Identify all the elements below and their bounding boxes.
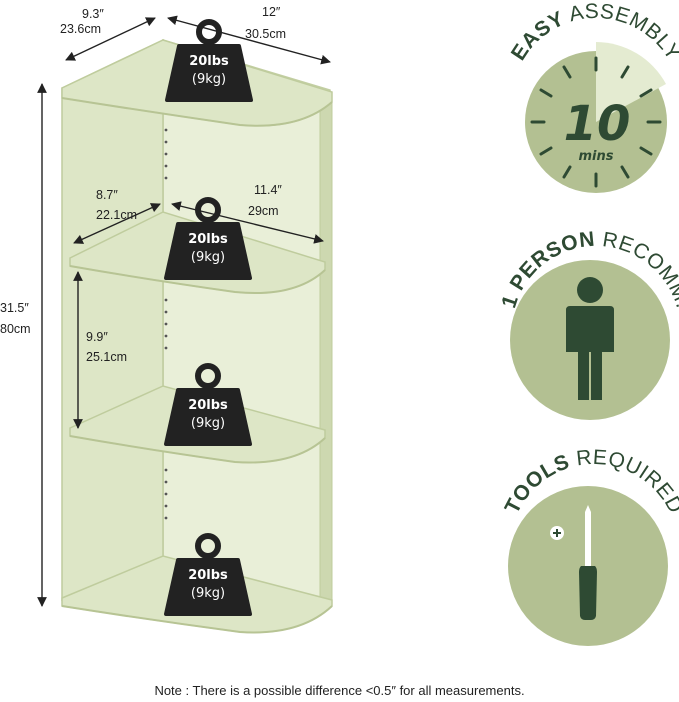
right-edge xyxy=(319,91,333,606)
width-arrow xyxy=(167,15,331,65)
svg-text:20lbs: 20lbs xyxy=(188,232,228,247)
weight-icons: 20lbs (9kg) 20lbs (9kg) 20lbs (9kg) 20lb… xyxy=(164,19,253,616)
shelf-depth-arrow xyxy=(73,203,161,244)
depth-arrow xyxy=(65,17,156,61)
person-icon xyxy=(566,277,614,400)
depth-inches: 9.3″ xyxy=(82,7,104,21)
shelf-gap-cm: 25.1cm xyxy=(86,350,127,364)
side-panel xyxy=(61,38,164,602)
timer-ticks xyxy=(530,56,662,188)
easy-assembly-badge: EASY ASSEMBLY 10 mins xyxy=(507,0,679,193)
weight-icon: 20lbs (9kg) xyxy=(164,363,252,446)
weight-icon: 20lbs (9kg) xyxy=(164,533,252,616)
assembly-minutes: 10 xyxy=(564,96,631,152)
assembly-unit: mins xyxy=(579,149,614,164)
width-inches: 12″ xyxy=(262,5,281,19)
svg-text:(9kg): (9kg) xyxy=(192,72,226,87)
depth-cm: 23.6cm xyxy=(60,22,101,36)
shelf-width-inches: 11.4″ xyxy=(254,183,282,197)
shelf-depth-cm: 22.1cm xyxy=(96,208,137,222)
assembly-badge-bold: EASY xyxy=(507,7,568,64)
shelf-pin-holes xyxy=(164,128,168,520)
timer-segment xyxy=(596,42,666,122)
svg-text:20lbs: 20lbs xyxy=(188,398,228,413)
shelf-width-cm: 29cm xyxy=(248,204,279,218)
height-cm: 80cm xyxy=(0,322,31,336)
one-person-badge: 1 PERSON RECOMM. xyxy=(497,228,679,420)
svg-text:(9kg): (9kg) xyxy=(191,586,225,601)
svg-text:(9kg): (9kg) xyxy=(191,416,225,431)
tools-required-badge: TOOLS REQUIRED xyxy=(501,446,679,646)
height-inches: 31.5″ xyxy=(0,301,29,315)
weight-icon: 20lbs (9kg) xyxy=(165,19,253,102)
svg-text:20lbs: 20lbs xyxy=(189,54,229,69)
weight-icon: 20lbs (9kg) xyxy=(164,197,252,280)
measurement-note: Note : There is a possible difference <0… xyxy=(154,683,525,698)
screwdriver-icon xyxy=(550,505,597,620)
shelf-gap-inches: 9.9″ xyxy=(86,330,108,344)
width-cm: 30.5cm xyxy=(245,27,286,41)
svg-text:20lbs: 20lbs xyxy=(188,568,228,583)
shelf-depth-inches: 8.7″ xyxy=(96,188,118,202)
svg-text:(9kg): (9kg) xyxy=(191,250,225,265)
